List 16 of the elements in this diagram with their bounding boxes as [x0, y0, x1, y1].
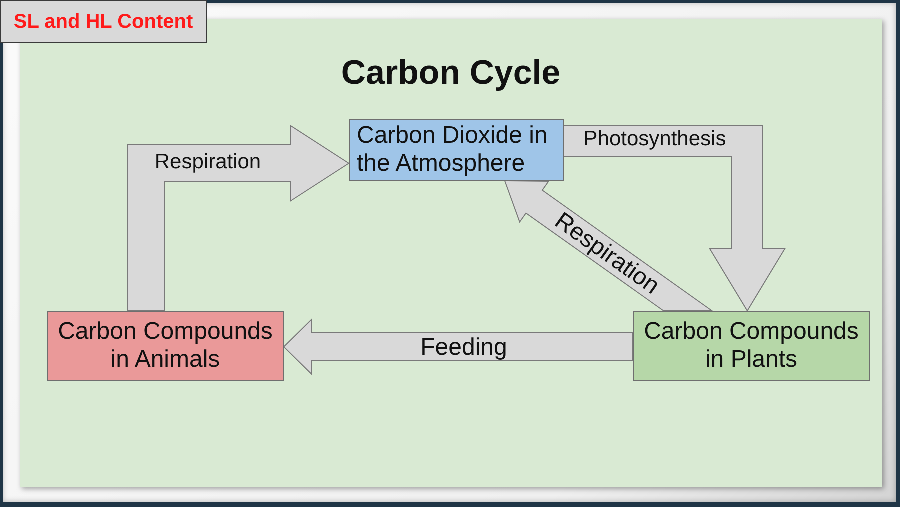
process-box [633, 311, 870, 381]
process-box [349, 119, 564, 181]
content-badge [0, 0, 207, 43]
block-arrow [504, 180, 714, 312]
process-box [47, 311, 284, 381]
node-label: Carbon Compounds in Plants [643, 318, 860, 374]
edge-label: Respiration [154, 150, 262, 174]
edge-label: Photosynthesis [584, 126, 726, 152]
diagram-title: Carbon Cycle [341, 53, 561, 93]
block-arrow [564, 126, 786, 312]
block-arrow [127, 125, 350, 312]
level-label: SL and HL Content [14, 10, 194, 34]
node-label: Carbon Compounds in Animals [57, 318, 274, 374]
block-arrow [283, 318, 634, 376]
node-label: Carbon Dioxide in the Atmosphere [357, 122, 549, 178]
edge-label: Feeding [420, 334, 508, 362]
